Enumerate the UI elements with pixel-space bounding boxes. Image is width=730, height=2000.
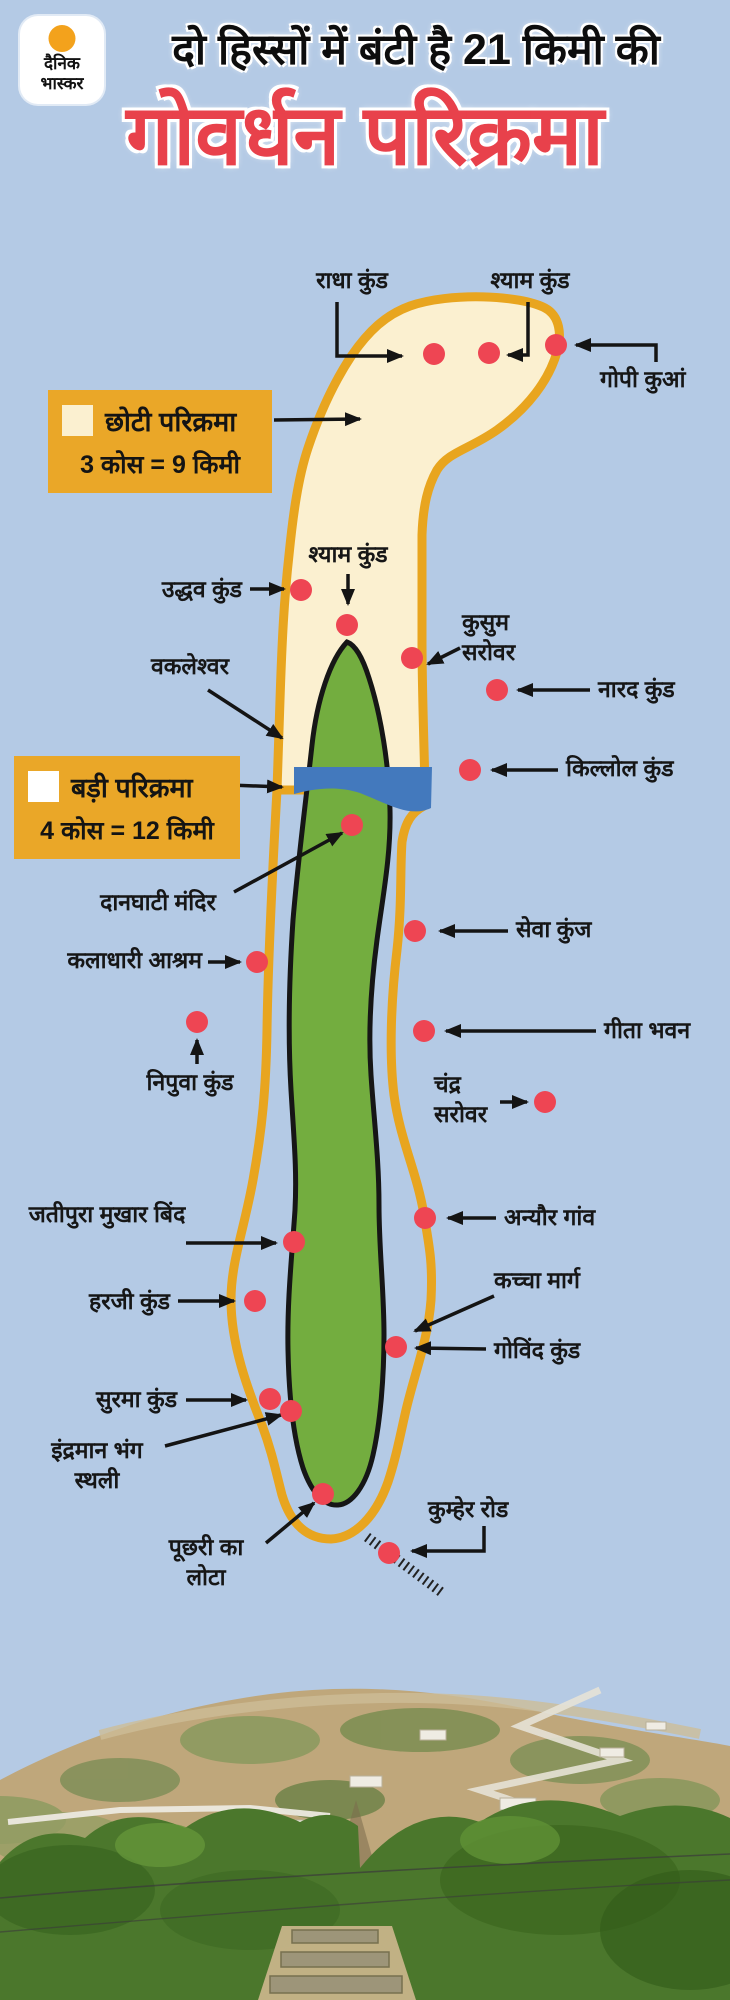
marker-uddhav-kund <box>290 579 312 601</box>
marker-gopi-kuan <box>545 334 567 356</box>
arrow-kachcha-marg <box>413 1294 495 1333</box>
photo-tree-shadows <box>0 1816 730 1990</box>
arrow-chhoti-box <box>273 412 362 427</box>
connector-arrows <box>164 302 658 1558</box>
label-vakleshwar: वकलेश्वर <box>150 653 230 679</box>
marker-kusum-sarovar <box>401 647 423 669</box>
label-chandra-sarovar: चंद्र सरोवर <box>434 1071 488 1127</box>
label-surma-kund: सुरमा कुंड <box>95 1386 177 1412</box>
label-uddhav-kund: उद्धव कुंड <box>161 576 242 602</box>
marker-danghati-mandir <box>341 814 363 836</box>
marker-kaladhari-ashram <box>246 951 268 973</box>
badi-title: बड़ी परिक्रमा <box>71 773 193 803</box>
label-gopi-kuan: गोपी कुआं <box>600 366 686 392</box>
chhoti-subtitle: 3 कोस = 9 किमी <box>80 451 240 479</box>
label-kumher-road: कुम्हेर रोड <box>428 1496 509 1522</box>
photo-ridge-rocks <box>98 1692 701 1740</box>
govardhan-hill-photo <box>0 1630 730 2000</box>
arrow-kusum-sarovar <box>426 646 461 666</box>
marker-geeta-bhavan <box>413 1020 435 1042</box>
label-kusum-sarovar: कुसुम सरोवर <box>462 609 516 665</box>
photo-road-left <box>7 1804 331 1825</box>
marker-indraman <box>280 1400 302 1422</box>
label-nipuva-kund: निपुवा कुंड <box>146 1069 234 1095</box>
photo-power-line-1 <box>0 1853 730 1899</box>
label-kaladhari-ashram: कलाधारी आश्रम <box>67 947 202 973</box>
badi-subtitle: 4 कोस = 12 किमी <box>40 817 214 845</box>
marker-dots <box>186 334 567 1564</box>
badi-swatch <box>28 771 59 802</box>
label-puchhri-ka-lota: पूछरी का लोटा <box>168 1534 244 1590</box>
marker-narad-kund <box>486 679 508 701</box>
marker-jatipura <box>283 1231 305 1253</box>
marker-anyor-gaon <box>414 1207 436 1229</box>
label-geeta-bhavan: गीता भवन <box>604 1017 691 1043</box>
label-govind-kund: गोविंद कुंड <box>494 1337 581 1363</box>
label-danghati-mandir: दानघाटी मंदिर <box>100 889 216 915</box>
arrow-puchhri <box>264 1501 316 1545</box>
marker-seva-kunj <box>404 920 426 942</box>
marker-surma-kund <box>259 1388 281 1410</box>
logo-line2: भास्कर <box>40 74 84 94</box>
marker-killol-kund <box>459 759 481 781</box>
marker-shyam-kund-top <box>478 342 500 364</box>
label-indraman-bhang-sthali: इंद्रमान भंग स्थली <box>51 1437 143 1493</box>
label-killol-kund: किल्लोल कुंड <box>566 755 674 781</box>
logo-line1: दैनिक <box>44 54 80 73</box>
label-harji-kund: हरजी कुंड <box>88 1288 170 1314</box>
logo-sun-icon <box>48 25 76 52</box>
badi-parikrama-route <box>226 785 437 1544</box>
legend-chhoti-parikrama: छोटी परिक्रमा 3 कोस = 9 किमी <box>48 390 272 493</box>
arrow-indraman <box>164 1412 283 1448</box>
parikrama-map <box>164 292 658 1597</box>
govardhan-hill-shape <box>285 639 393 1508</box>
label-jatipura-mukhar-bind: जतीपुरा मुखार बिंद <box>28 1201 186 1227</box>
chhoti-swatch <box>62 405 93 436</box>
chhoti-title: छोटी परिक्रमा <box>105 407 237 437</box>
label-shyam-kund: श्याम कुंड <box>308 541 388 567</box>
marker-nipuva-kund <box>186 1011 208 1033</box>
label-anyor-gaon: अन्यौर गांव <box>504 1204 596 1230</box>
dainik-bhaskar-logo: दैनिक भास्कर <box>20 16 104 104</box>
headline-line2: गोवर्धन परिक्रमा <box>126 88 604 182</box>
marker-shyam-kund <box>336 614 358 636</box>
arrow-danghati-mandir <box>233 831 344 894</box>
arrow-shyam-kund-top <box>506 302 530 362</box>
label-seva-kunj: सेवा कुंज <box>516 916 592 942</box>
arrow-kumher-road <box>410 1526 486 1558</box>
photo-concrete-steps <box>269 1929 403 1994</box>
logo-text: दैनिक भास्कर <box>20 54 104 95</box>
arrow-radha-kund <box>335 302 404 363</box>
kumher-road-line <box>364 1532 444 1597</box>
label-narad-kund: नारद कुंड <box>598 676 675 702</box>
marker-chandra-sarovar <box>534 1091 556 1113</box>
arrow-gopi-kuan <box>574 338 658 362</box>
label-shyam-kund-top: श्याम कुंड <box>490 267 570 293</box>
arrow-vakleshwar <box>207 688 284 740</box>
label-radha-kund: राधा कुंड <box>316 267 388 293</box>
arrow-govind-kund <box>414 1341 487 1356</box>
marker-harji-kund <box>244 1290 266 1312</box>
marker-kumher-road <box>378 1542 400 1564</box>
marker-puchhri <box>312 1483 334 1505</box>
label-kachcha-marg: कच्चा मार्ग <box>494 1267 580 1293</box>
headline-line1: दो हिस्सों में बंटी है 21 किमी की <box>172 26 660 74</box>
marker-radha-kund <box>423 343 445 365</box>
marker-govind-kund <box>385 1336 407 1358</box>
photo-power-line-2 <box>0 1879 730 1933</box>
legend-badi-parikrama: बड़ी परिक्रमा 4 कोस = 12 किमी <box>14 756 240 859</box>
road-band-blue <box>294 767 432 812</box>
